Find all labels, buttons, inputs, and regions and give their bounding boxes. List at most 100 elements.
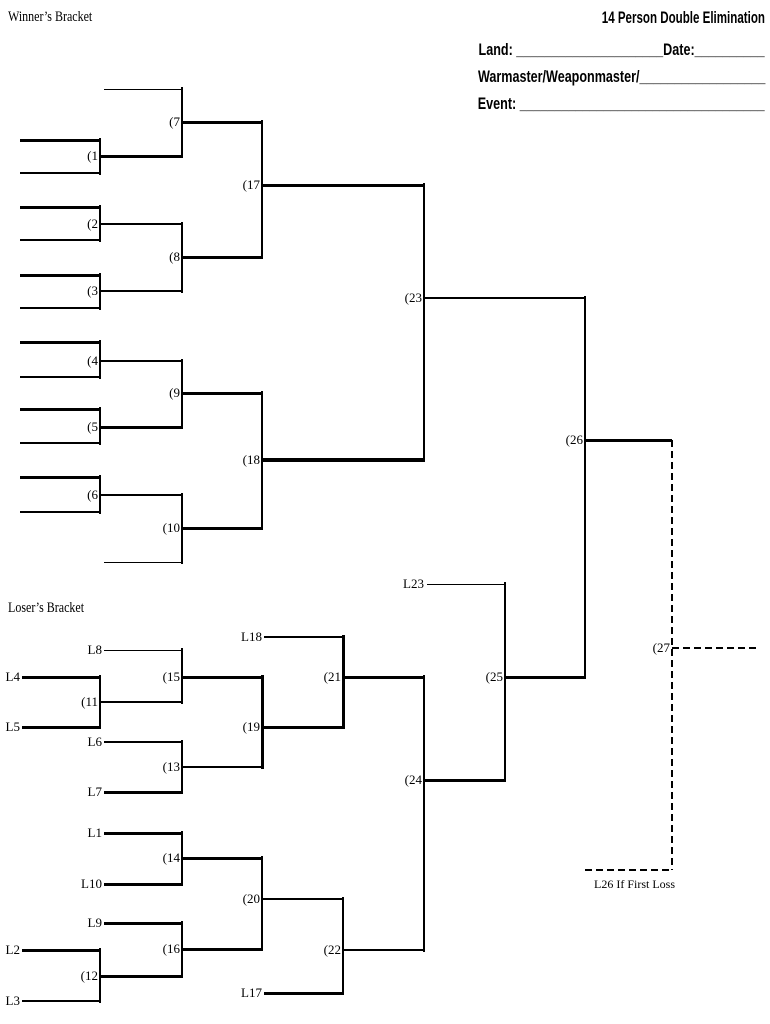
- header-warmaster-line: Warmaster/Weaponmaster/_________________…: [477, 67, 765, 86]
- m26-v: [584, 296, 586, 679]
- m21-out: [343, 676, 424, 679]
- match-24-label: (24: [404, 772, 422, 787]
- match-8-label: (8: [169, 249, 180, 264]
- match-13-label: (13: [162, 759, 180, 774]
- match-21-label: (21: [323, 669, 341, 684]
- m13-v: [181, 740, 183, 794]
- L3-line: [22, 1000, 100, 1002]
- m8-v: [181, 222, 183, 293]
- match-27-label: (27: [652, 640, 670, 655]
- m11-v: [99, 675, 101, 729]
- match-20-label: (20: [242, 891, 260, 906]
- match-22-label: (22: [323, 942, 341, 957]
- m3-slot-top: [20, 274, 100, 277]
- m7-out: [182, 121, 262, 124]
- m25-v: [504, 582, 506, 782]
- match-5-label: (5: [87, 419, 98, 434]
- match-2-label: (2: [87, 216, 98, 231]
- L1-line: [104, 832, 182, 835]
- match-16-label: (16: [162, 941, 180, 956]
- m21-v: [342, 635, 345, 729]
- m3-out: [100, 290, 182, 292]
- match-14-label: (14: [162, 850, 180, 865]
- reset-feed-dashed: [585, 869, 672, 871]
- page-title: 14 Person Double Elimination: [601, 8, 765, 27]
- m12-v: [99, 948, 101, 1003]
- L18-line: [264, 636, 343, 638]
- match-25-label: (25: [485, 669, 503, 684]
- loser-entry-L4-label: L4: [5, 669, 20, 684]
- match-7-label: (7: [169, 114, 180, 129]
- loser-entry-L5-label: L5: [5, 719, 20, 734]
- m27-feed-dashed: [671, 440, 673, 870]
- m3-slot-bottom: [20, 307, 100, 309]
- m9-out: [182, 392, 262, 395]
- losers-bracket-label: Loser’s Bracket: [8, 600, 85, 616]
- m5-out: [100, 426, 182, 429]
- match-17-label: (17: [242, 177, 260, 192]
- L6-line: [104, 741, 182, 743]
- m25-out: [505, 676, 585, 679]
- m5-v: [99, 407, 101, 445]
- loser-entry-L8-label: L8: [87, 642, 102, 657]
- m7-v: [181, 87, 183, 158]
- m8-out: [182, 256, 262, 259]
- m24-out: [424, 779, 505, 782]
- L10-line: [104, 883, 182, 886]
- L7-line: [104, 791, 182, 794]
- match-10-label: (10: [162, 520, 180, 535]
- loser-entry-L18-label: L18: [241, 629, 262, 644]
- m18-v: [261, 391, 263, 530]
- m6-slot-top: [20, 476, 100, 479]
- m23-v: [423, 183, 425, 462]
- m16-out: [182, 948, 262, 951]
- m26-out: [585, 439, 672, 442]
- loser-entry-L17-label: L17: [241, 985, 262, 1000]
- m12-out: [100, 975, 182, 978]
- match-9-label: (9: [169, 385, 180, 400]
- loser-entry-L9-label: L9: [87, 915, 102, 930]
- loser-entry-L2-label: L2: [5, 942, 20, 957]
- m24-v: [423, 675, 425, 952]
- m27-out-dashed: [672, 647, 758, 649]
- m23-out: [424, 297, 585, 299]
- m3-v: [99, 273, 101, 310]
- header-land-date-line: Land: _____________________Date:________…: [478, 40, 765, 59]
- match-3-label: (3: [87, 283, 98, 298]
- loser-entry-L1-label: L1: [87, 825, 102, 840]
- L9-line: [104, 922, 182, 925]
- m9-v: [181, 359, 183, 429]
- L5-line: [22, 726, 100, 729]
- m11-out: [100, 701, 182, 703]
- bracket-reset-note: L26 If First Loss: [594, 877, 675, 891]
- m16-v: [181, 921, 183, 978]
- m14-v: [181, 831, 183, 886]
- m6-out: [100, 494, 182, 496]
- m17-v: [261, 120, 263, 259]
- m1-slot-bottom: [20, 172, 100, 174]
- L17-line: [264, 992, 343, 995]
- m10-v: [181, 493, 183, 564]
- match-4-label: (4: [87, 353, 98, 368]
- m5-slot-bottom: [20, 442, 100, 444]
- m10-out: [182, 527, 262, 530]
- match-23-label: (23: [404, 290, 422, 305]
- m4-out: [100, 360, 182, 362]
- m17-out: [262, 184, 424, 187]
- m1-slot-top: [20, 139, 100, 142]
- m1-v: [99, 138, 101, 175]
- m2-out: [100, 223, 182, 225]
- match-6-label: (6: [87, 487, 98, 502]
- m19-v: [261, 675, 264, 769]
- m13-out: [182, 766, 262, 768]
- m4-slot-top: [20, 341, 100, 344]
- loser-entry-L10-label: L10: [81, 876, 102, 891]
- loser-entry-L23-label: L23: [403, 576, 424, 591]
- loser-entry-L7-label: L7: [87, 784, 102, 799]
- match-12-label: (12: [80, 968, 98, 983]
- loser-entry-L3-label: L3: [5, 993, 20, 1008]
- header-event-line: Event: _________________________________…: [478, 94, 765, 113]
- m5-slot-top: [20, 408, 100, 411]
- m22-v: [342, 897, 344, 995]
